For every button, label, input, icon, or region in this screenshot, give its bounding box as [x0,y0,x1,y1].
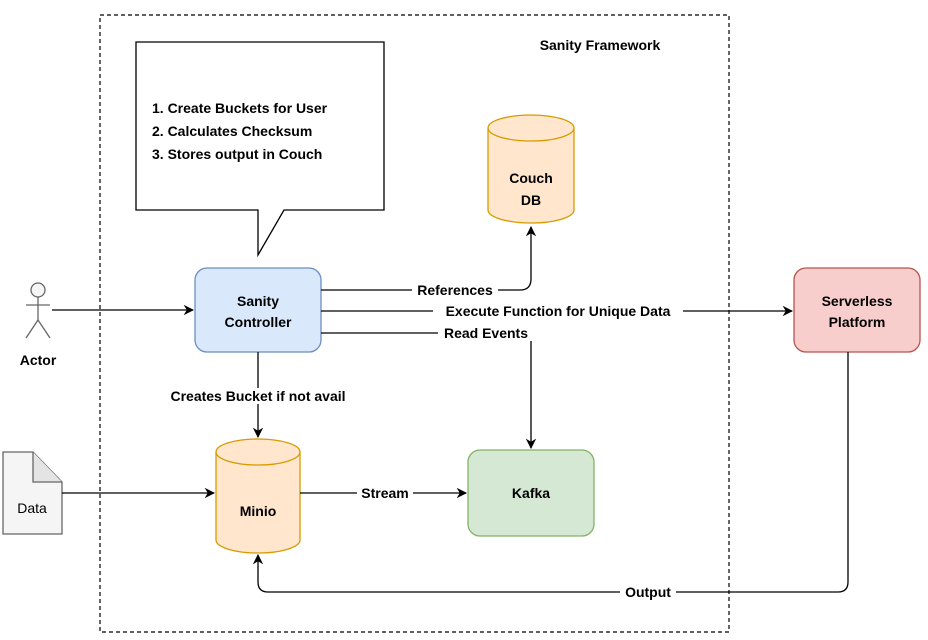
data-document: Data [2,451,63,535]
edge-read-events-label: Read Events [444,325,528,341]
sanity-framework-title: Sanity Framework [540,37,661,53]
edge-execute-function-label: Execute Function for Unique Data [446,303,671,319]
controller-label-2: Controller [225,314,292,330]
data-label: Data [17,500,47,516]
couchdb-node[interactable]: Couch DB [487,114,575,224]
edge-output-label: Output [625,584,671,600]
edge-references [321,225,537,291]
minio-node[interactable]: Minio [215,438,301,554]
edge-output [252,352,849,593]
serverless-platform-node[interactable]: Serverless Platform [793,267,921,353]
callout-line-2: 2. Calculates Checksum [152,123,312,139]
minio-label: Minio [240,503,277,519]
edge-references-label: References [417,282,493,298]
serverless-label-2: Platform [829,314,886,330]
sanity-controller-node[interactable]: Sanity Controller [194,267,322,353]
serverless-label-1: Serverless [822,293,893,309]
edge-creates-bucket-label: Creates Bucket if not avail [170,388,345,404]
controller-label-1: Sanity [237,293,279,309]
kafka-label: Kafka [512,485,550,501]
couchdb-label-1: Couch [509,170,553,186]
kafka-node[interactable]: Kafka [467,449,595,537]
actor-label: Actor [20,352,57,368]
callout-line-3: 3. Stores output in Couch [152,146,322,162]
edge-stream-label: Stream [361,485,408,501]
actor-icon [25,282,51,339]
callout-line-1: 1. Create Buckets for User [152,100,328,116]
callout-shape [135,41,385,258]
couchdb-label-2: DB [521,192,541,208]
